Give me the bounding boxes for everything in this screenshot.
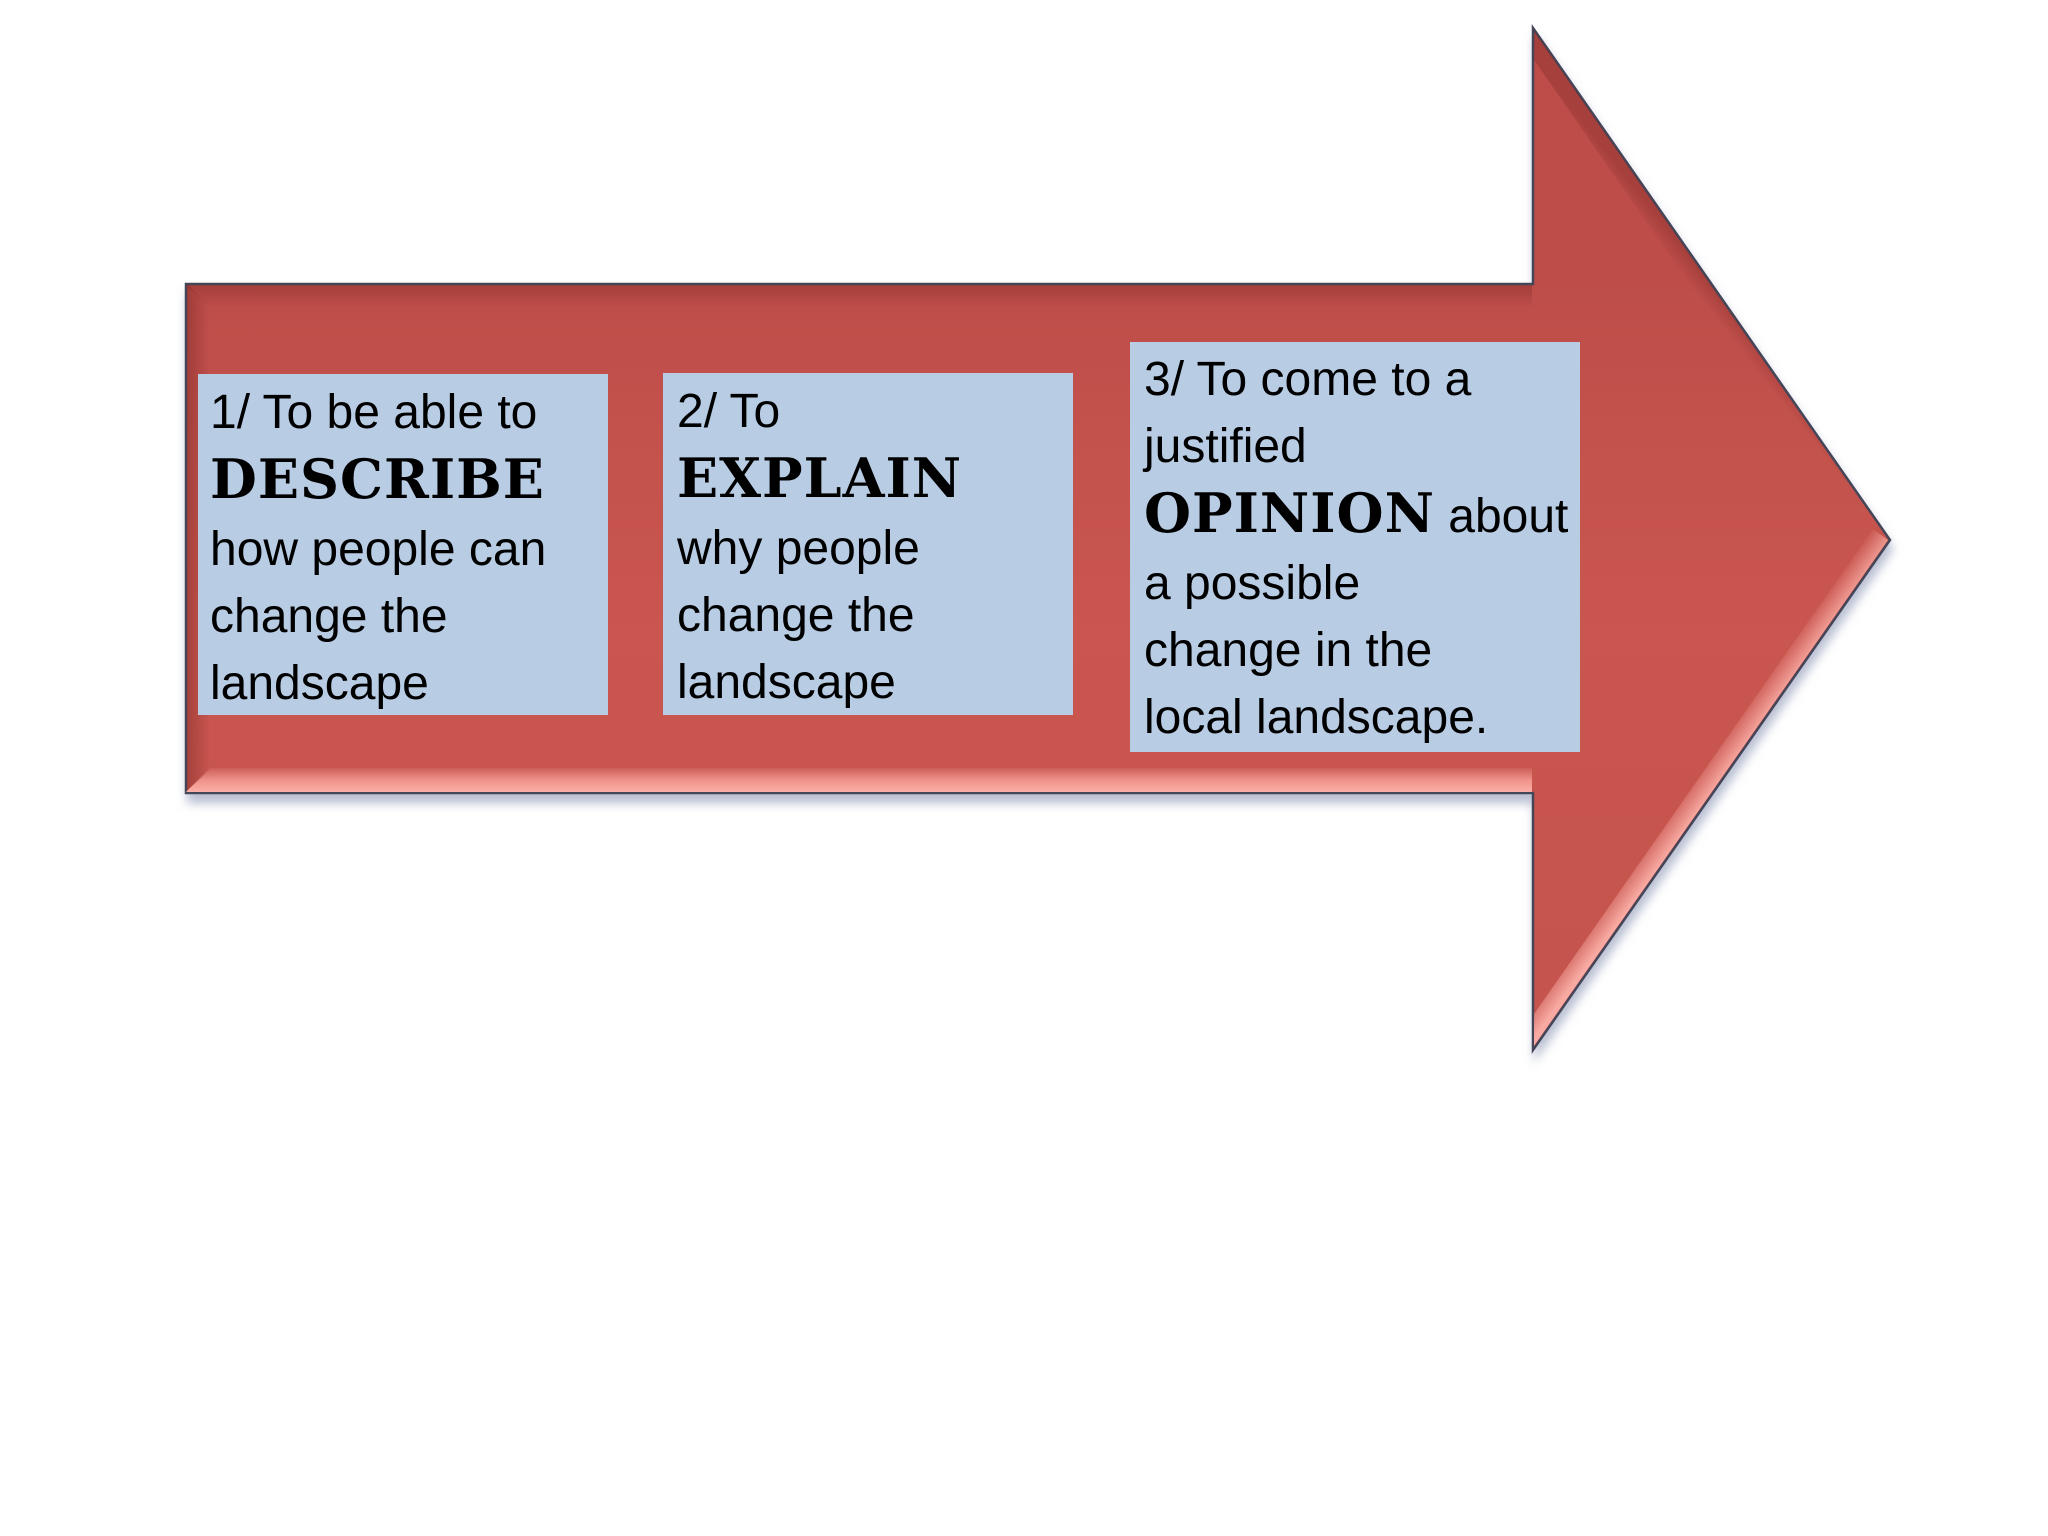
body-text: change the: [677, 589, 915, 642]
body-text: landscape: [677, 656, 896, 709]
body-text: 1/ To be able to: [210, 386, 538, 439]
keyword-text: OPINION: [1144, 481, 1435, 545]
arrow-bevel-bottom: [186, 768, 1532, 792]
body-text: change the: [210, 590, 448, 643]
body-text: local landscape.: [1144, 691, 1489, 744]
body-text: 2/ To: [677, 385, 781, 438]
body-text: change in the: [1144, 624, 1433, 677]
objective-box-2: 2/ To EXPLAIN why people change the landscap…: [663, 373, 1073, 715]
body-text: why people: [677, 522, 920, 575]
body-text: justified: [1144, 420, 1307, 473]
keyword-text: EXPLAIN: [677, 446, 963, 510]
objective-box-1: 1/ To be able to DESCRIBE how people can ch…: [198, 374, 608, 715]
arrow-bevel-head-lower: [1534, 529, 1888, 1046]
body-text: a possible: [1144, 557, 1361, 610]
body-text: about: [1434, 490, 1569, 543]
body-text: 3/ To come to a: [1144, 353, 1472, 406]
keyword-text: DESCRIBE: [210, 447, 545, 511]
body-text: how people can: [210, 523, 547, 576]
arrow-bevel-top: [186, 285, 1532, 306]
arrow-bevel-head-upper: [1534, 30, 1888, 550]
body-text: landscape: [210, 657, 429, 710]
